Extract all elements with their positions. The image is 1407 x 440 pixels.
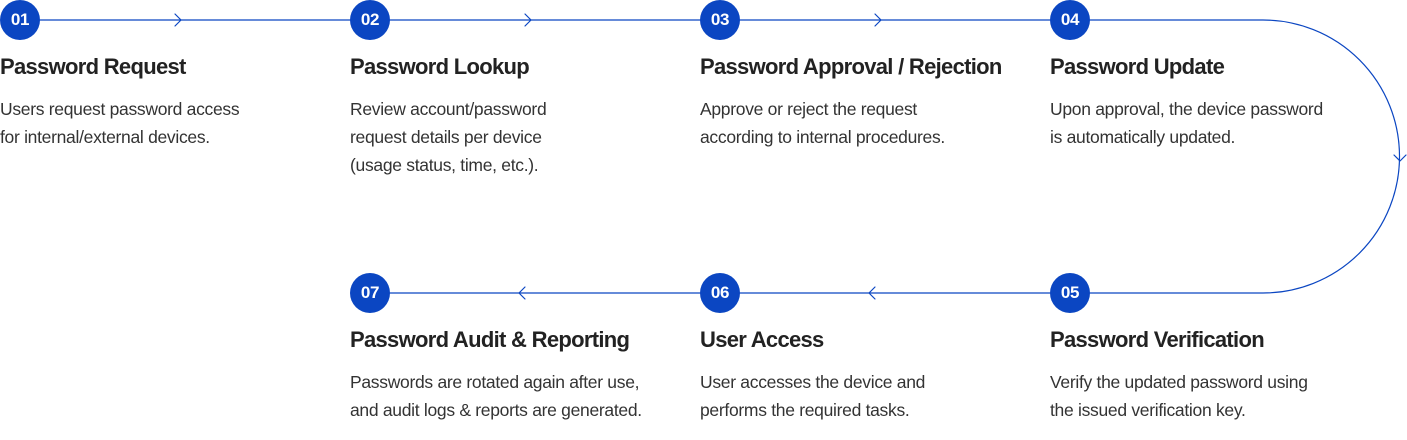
step-description-line: and audit logs & reports are generated. [350, 400, 642, 420]
step-title: Password Request [0, 54, 186, 79]
step-description-line: Review account/password [350, 99, 547, 119]
step-description-line: Verify the updated password using [1050, 372, 1308, 392]
step-title: Password Update [1050, 54, 1225, 79]
step-description-line: for internal/external devices. [0, 127, 210, 147]
arrow-left-icon [868, 286, 876, 300]
step-description-line: Approve or reject the request [700, 99, 917, 119]
step-title: Password Audit & Reporting [350, 327, 630, 352]
arrow-right-icon [174, 13, 182, 27]
step-description-line: (usage status, time, etc.). [350, 155, 539, 175]
arrow-left-icon [518, 286, 526, 300]
step-number-badge: 06 [700, 273, 740, 313]
step-description-line: Passwords are rotated again after use, [350, 372, 640, 392]
connector-curve [1089, 19, 1401, 294]
step-description-line: User accesses the device and [700, 372, 926, 392]
step-number-badge: 03 [700, 0, 740, 40]
step-title: User Access [700, 327, 824, 352]
step-number-badge: 07 [350, 273, 390, 313]
step-description: Passwords are rotated again after use, a… [350, 368, 690, 424]
step-description-line: is automatically updated. [1050, 127, 1236, 147]
step-description: Users request password access for intern… [0, 95, 340, 151]
step-description-line: according to internal procedures. [700, 127, 945, 147]
arrow-down-icon [1393, 154, 1407, 162]
arrow-right-icon [874, 13, 882, 27]
step-description-line: the issued verification key. [1050, 400, 1246, 420]
step-title: Password Lookup [350, 54, 530, 79]
step-number-badge: 02 [350, 0, 390, 40]
step-description: Verify the updated password using the is… [1050, 368, 1390, 424]
step-description: Approve or reject the request according … [700, 95, 1040, 151]
step-description: Upon approval, the device password is au… [1050, 95, 1390, 151]
step-number-badge: 05 [1050, 273, 1090, 313]
step-description: User accesses the device and performs th… [700, 368, 1040, 424]
step-title: Password Verification [1050, 327, 1265, 352]
step-description: Review account/password request details … [350, 95, 690, 179]
step-title: Password Approval / Rejection [700, 54, 1002, 79]
step-number-badge: 04 [1050, 0, 1090, 40]
step-description-line: Users request password access [0, 99, 240, 119]
step-description-line: performs the required tasks. [700, 400, 910, 420]
step-number-badge: 01 [0, 0, 40, 40]
step-description-line: Upon approval, the device password [1050, 99, 1323, 119]
arrow-right-icon [524, 13, 532, 27]
step-description-line: request details per device [350, 127, 542, 147]
